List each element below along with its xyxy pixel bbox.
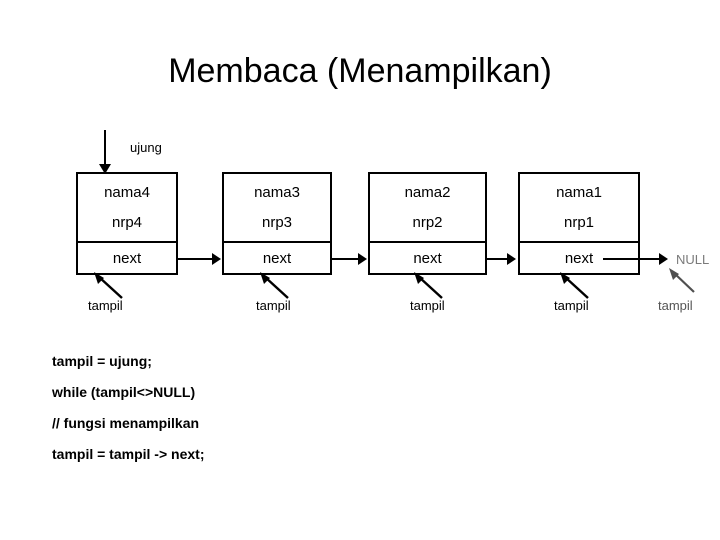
ujung-arrow-head-icon	[99, 164, 111, 174]
tampil-pointer-label: tampil	[88, 298, 123, 313]
node-next-cell: next	[520, 243, 638, 273]
node-field-nama: nama1	[556, 184, 602, 201]
node-field-nama: nama2	[404, 184, 451, 201]
ujung-arrow-shaft	[104, 130, 106, 166]
node-field-nama: nama3	[254, 184, 300, 201]
pseudocode-block: tampil = ujung; while (tampil<>NULL) // …	[52, 353, 452, 477]
node-next-cell: next	[224, 243, 330, 273]
node-data-cell: nama1 nrp1	[520, 174, 638, 243]
node-field-nrp: nrp1	[563, 214, 595, 231]
node-field-nrp: nrp2	[412, 214, 443, 231]
tampil-arrow-icon	[92, 272, 126, 299]
node-field-nrp: nrp4	[111, 214, 143, 231]
next-link-arrow-icon	[212, 253, 221, 265]
head-pointer-label-ujung: ujung	[130, 140, 162, 155]
code-line: tampil = tampil -> next;	[52, 446, 205, 462]
tampil-pointer-label: tampil	[410, 298, 445, 313]
null-link-arrow-icon	[659, 253, 668, 265]
list-node: nama3 nrp3 next	[222, 172, 332, 275]
code-line: // fungsi menampilkan	[52, 415, 200, 431]
tampil-arrow-icon	[668, 268, 702, 294]
next-link-shaft	[487, 258, 509, 260]
node-data-cell: nama4 nrp4	[78, 174, 176, 243]
list-node: nama4 nrp4 next	[76, 172, 178, 275]
node-next-cell: next	[78, 243, 176, 273]
next-link-arrow-icon	[507, 253, 516, 265]
list-node: nama1 nrp1 next	[518, 172, 640, 275]
next-link-shaft	[332, 258, 360, 260]
code-line: tampil = ujung;	[52, 353, 152, 369]
next-link-shaft-to-null	[603, 258, 661, 260]
tampil-pointer-label: tampil	[256, 298, 291, 313]
next-link-shaft	[178, 258, 214, 260]
node-field-nrp: nrp3	[261, 214, 293, 231]
node-next-cell: next	[370, 243, 485, 273]
tampil-arrow-icon	[558, 272, 592, 299]
null-terminator-label: NULL	[676, 252, 710, 267]
node-field-next: next	[112, 249, 142, 267]
list-node: nama2 nrp2 next	[368, 172, 487, 275]
code-line: while (tampil<>NULL)	[52, 384, 196, 400]
tampil-arrow-icon	[412, 272, 446, 299]
node-field-nama: nama4	[104, 184, 150, 201]
node-field-next: next	[262, 249, 292, 267]
node-field-next: next	[564, 249, 594, 267]
node-data-cell: nama3 nrp3	[224, 174, 330, 243]
linked-list-diagram: ujung nama4 nrp4 next nama3 nrp3 next na…	[76, 130, 710, 313]
page-title: Membaca (Menampilkan)	[168, 52, 552, 90]
node-field-next: next	[413, 249, 442, 267]
tampil-pointer-label: tampil	[554, 298, 589, 313]
tampil-pointer-label-null: tampil	[658, 298, 693, 313]
tampil-arrow-icon	[258, 272, 292, 299]
next-link-arrow-icon	[358, 253, 367, 265]
node-data-cell: nama2 nrp2	[370, 174, 485, 243]
